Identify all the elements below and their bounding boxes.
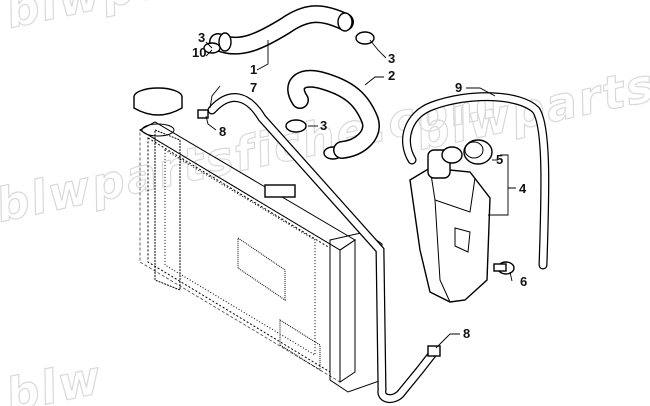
watermark-line-4: blw	[1, 350, 107, 406]
leader-lines	[205, 39, 516, 349]
radiator-cap	[133, 87, 183, 137]
callout-6-screw: 6	[520, 274, 527, 289]
upper-hose	[209, 5, 354, 55]
small-clamp-top	[197, 109, 209, 119]
reservoir-cap	[463, 139, 493, 165]
hose-clamp-2	[355, 31, 375, 45]
callout-labels: 3 10 1 7 8 3 2 3 9 5 4 6 8	[192, 30, 527, 341]
callout-8-clamp-upper: 8	[219, 124, 226, 139]
callout-5-reservoir-cap: 5	[496, 152, 503, 167]
mounting-screw	[493, 261, 515, 275]
callout-8-clamp-lower: 8	[463, 326, 470, 341]
callout-7-overflow-hose: 7	[250, 80, 257, 95]
callout-3-upper-clamp: 3	[198, 30, 205, 45]
callout-3-right-clamp: 3	[388, 51, 395, 66]
vent-hose	[402, 92, 550, 270]
small-clamp	[427, 345, 441, 357]
callout-3-lower-clamp: 3	[320, 118, 327, 133]
lower-hose	[287, 69, 380, 159]
hose-clamp-3	[285, 119, 307, 133]
callout-9-vent-hose: 9	[455, 80, 462, 95]
watermark-line-3: blwpartsfiche.com	[411, 1, 650, 160]
callout-10: 10	[192, 45, 206, 60]
overflow-hose	[197, 93, 441, 403]
reservoir-neck	[441, 146, 463, 164]
callout-4-reservoir: 4	[519, 181, 527, 196]
callout-1-upper-hose: 1	[250, 62, 257, 77]
radiator-bracket	[264, 184, 296, 198]
callout-2-lower-hose: 2	[388, 68, 395, 83]
coolant-reservoir	[409, 146, 491, 303]
